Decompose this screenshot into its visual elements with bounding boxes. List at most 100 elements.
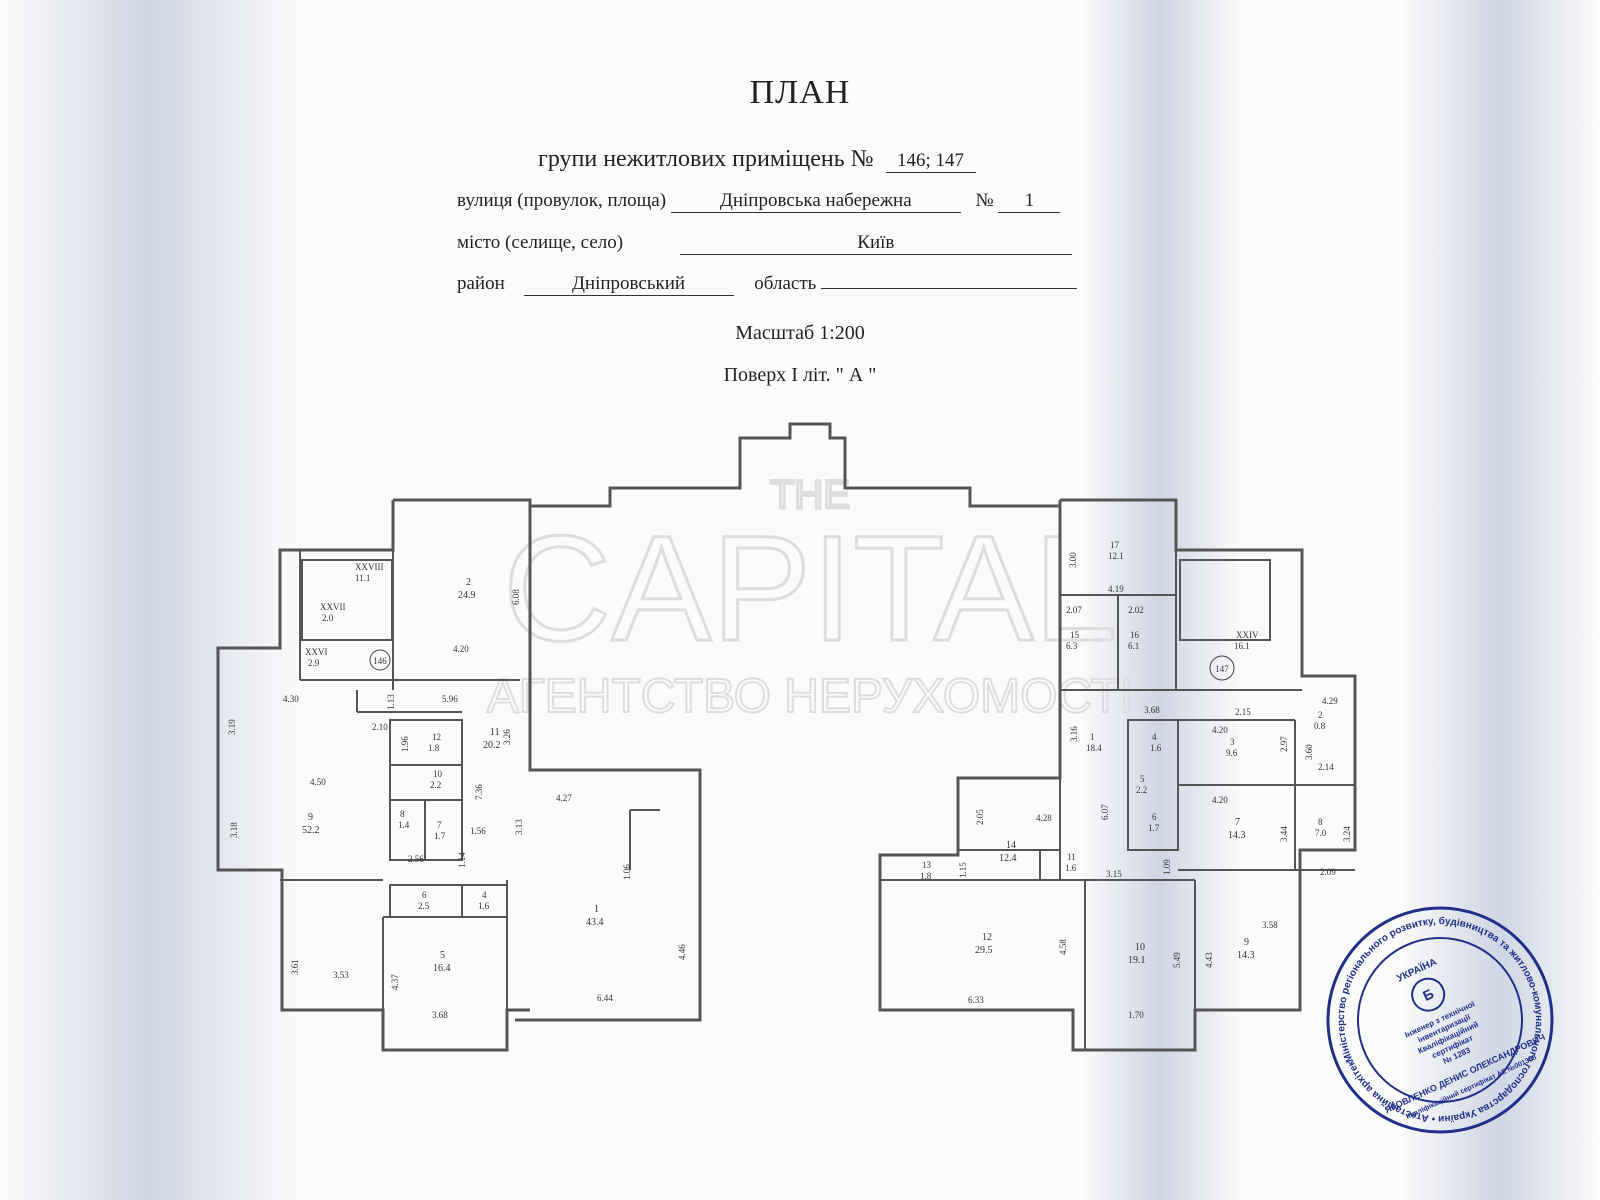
dimension: 1.70	[1128, 1010, 1144, 1020]
room-area: 6.3	[1066, 641, 1078, 651]
room-id: 12	[432, 732, 441, 742]
room-area: 1.4	[398, 820, 410, 830]
dimension: 1.14	[457, 852, 467, 868]
room-area: 2.0	[322, 613, 334, 623]
room-id: 4	[482, 890, 487, 900]
dimension: 4.46	[677, 944, 687, 960]
dimension-labels: 4.30 3.19 3.18 4.50 2.10 1.96 1.13 5.96 …	[227, 552, 1352, 1020]
dimension: 4.58	[1058, 939, 1068, 955]
dimension: 3.19	[227, 719, 237, 735]
room-id: 9	[1244, 937, 1249, 948]
document-header: ПЛАН групи нежитлових приміщень № 146; 1…	[0, 0, 1600, 400]
room-area: 1.6	[1150, 743, 1162, 753]
city-row: місто (селище, село) Київ	[457, 232, 1072, 255]
stairs-left	[301, 559, 393, 641]
room-id: 10	[433, 769, 443, 779]
dimension: 2.10	[372, 722, 388, 732]
street-row: вулиця (провулок, площа) Дніпровська наб…	[457, 190, 1061, 213]
room-id: 1	[594, 904, 599, 915]
district-value: Дніпровський	[523, 273, 734, 296]
room-area: 1.7	[1148, 823, 1160, 833]
room-area: 20.2	[483, 740, 501, 751]
room-area: 2.9	[308, 658, 320, 668]
dimension: 1.96	[400, 736, 410, 752]
watermark-line3: АГЕНТСТВО НЕРУХОМОСТІ	[487, 670, 1133, 723]
room-area: 12.4	[999, 853, 1017, 864]
room-id: 6	[422, 890, 427, 900]
room-id: 11	[490, 727, 500, 738]
region-value	[821, 288, 1078, 289]
dimension: 3.18	[229, 822, 239, 838]
plan-scale: Масштаб 1:200	[735, 322, 865, 344]
room-area: 1.6	[1065, 863, 1077, 873]
dimension: 3.53	[333, 970, 349, 980]
room-id: 17	[1110, 540, 1120, 550]
dimension: 3.26	[502, 729, 512, 745]
room-area: 2.5	[418, 901, 430, 911]
room-id: 5	[1140, 774, 1145, 784]
dimension: 4.20	[1212, 725, 1228, 735]
dimension: 1.13	[386, 694, 396, 710]
room-id: 8	[1318, 817, 1323, 827]
room-area: 7.0	[1315, 828, 1327, 838]
room-area: 29.5	[975, 945, 993, 956]
room-id: 12	[982, 932, 992, 943]
dimension: 3.16	[1069, 726, 1079, 742]
watermark-line1: THE	[770, 473, 850, 517]
left-block-outline	[393, 498, 702, 1022]
top-outline	[530, 422, 1060, 508]
dimension: 1.06	[622, 864, 632, 880]
room-area: 19.1	[1128, 955, 1146, 966]
room-id: 11	[1067, 852, 1076, 862]
dimension: 1.09	[1162, 859, 1172, 875]
dimension: 3.00	[1068, 552, 1078, 568]
dimension: 6.44	[597, 993, 613, 1003]
dimension: 7.36	[474, 784, 484, 800]
room-id: XXVIII	[355, 562, 384, 572]
room-id: 5	[440, 950, 445, 961]
room-id: 7	[1235, 817, 1240, 828]
room-area: 52.2	[302, 825, 320, 836]
room-id: 2	[466, 577, 471, 588]
room-id: 13	[922, 860, 932, 870]
room-id: 7	[437, 820, 442, 830]
dimension: 4.28	[1036, 813, 1052, 823]
street-label: вулиця (провулок, площа)	[457, 190, 667, 211]
dimension: 6.33	[968, 995, 984, 1005]
group-146-label: 146	[373, 656, 387, 666]
interior-walls	[280, 550, 1355, 1050]
street-value: Дніпровська набережна	[670, 190, 961, 213]
group-147-marker	[1209, 655, 1235, 681]
dimension: 2.14	[1318, 762, 1334, 772]
room-area: 14.3	[1237, 950, 1255, 961]
svg-text:УКРАЇНА: УКРАЇНА	[1395, 955, 1439, 985]
dimension: 3.60	[1304, 744, 1314, 760]
room-id: 3	[1230, 737, 1235, 747]
dimension: 1.15	[958, 862, 968, 878]
room-id: 4	[1152, 732, 1157, 742]
region-label: область	[754, 273, 817, 294]
group-147-label: 147	[1215, 664, 1229, 674]
dimension: 5.96	[442, 694, 458, 704]
room-area: 2.2	[1136, 785, 1147, 795]
dimension: 3.68	[432, 1010, 448, 1020]
dimension: 2.05	[975, 809, 985, 825]
room-id: 14	[1006, 840, 1016, 851]
dimension: 4.19	[1108, 584, 1124, 594]
house-value: 1	[998, 190, 1061, 213]
room-id: XXVII	[320, 602, 346, 612]
dimension: 6.08	[511, 589, 521, 605]
subtitle-text: групи нежитлових приміщень №	[538, 146, 874, 172]
room-id: 6	[1152, 812, 1157, 822]
room-id: XXIV	[1236, 630, 1259, 640]
room-area: 16.4	[433, 963, 451, 974]
dimension: 2.09	[1320, 867, 1336, 877]
room-area: 1.7	[434, 831, 446, 841]
dimension: 6.07	[1100, 804, 1110, 820]
dimension: 4.27	[556, 793, 572, 803]
dimension: 3.24	[1342, 826, 1352, 842]
dimension: 3.13	[514, 819, 524, 835]
room-area: 18.4	[1086, 743, 1102, 753]
room-area: 43.4	[586, 917, 604, 928]
